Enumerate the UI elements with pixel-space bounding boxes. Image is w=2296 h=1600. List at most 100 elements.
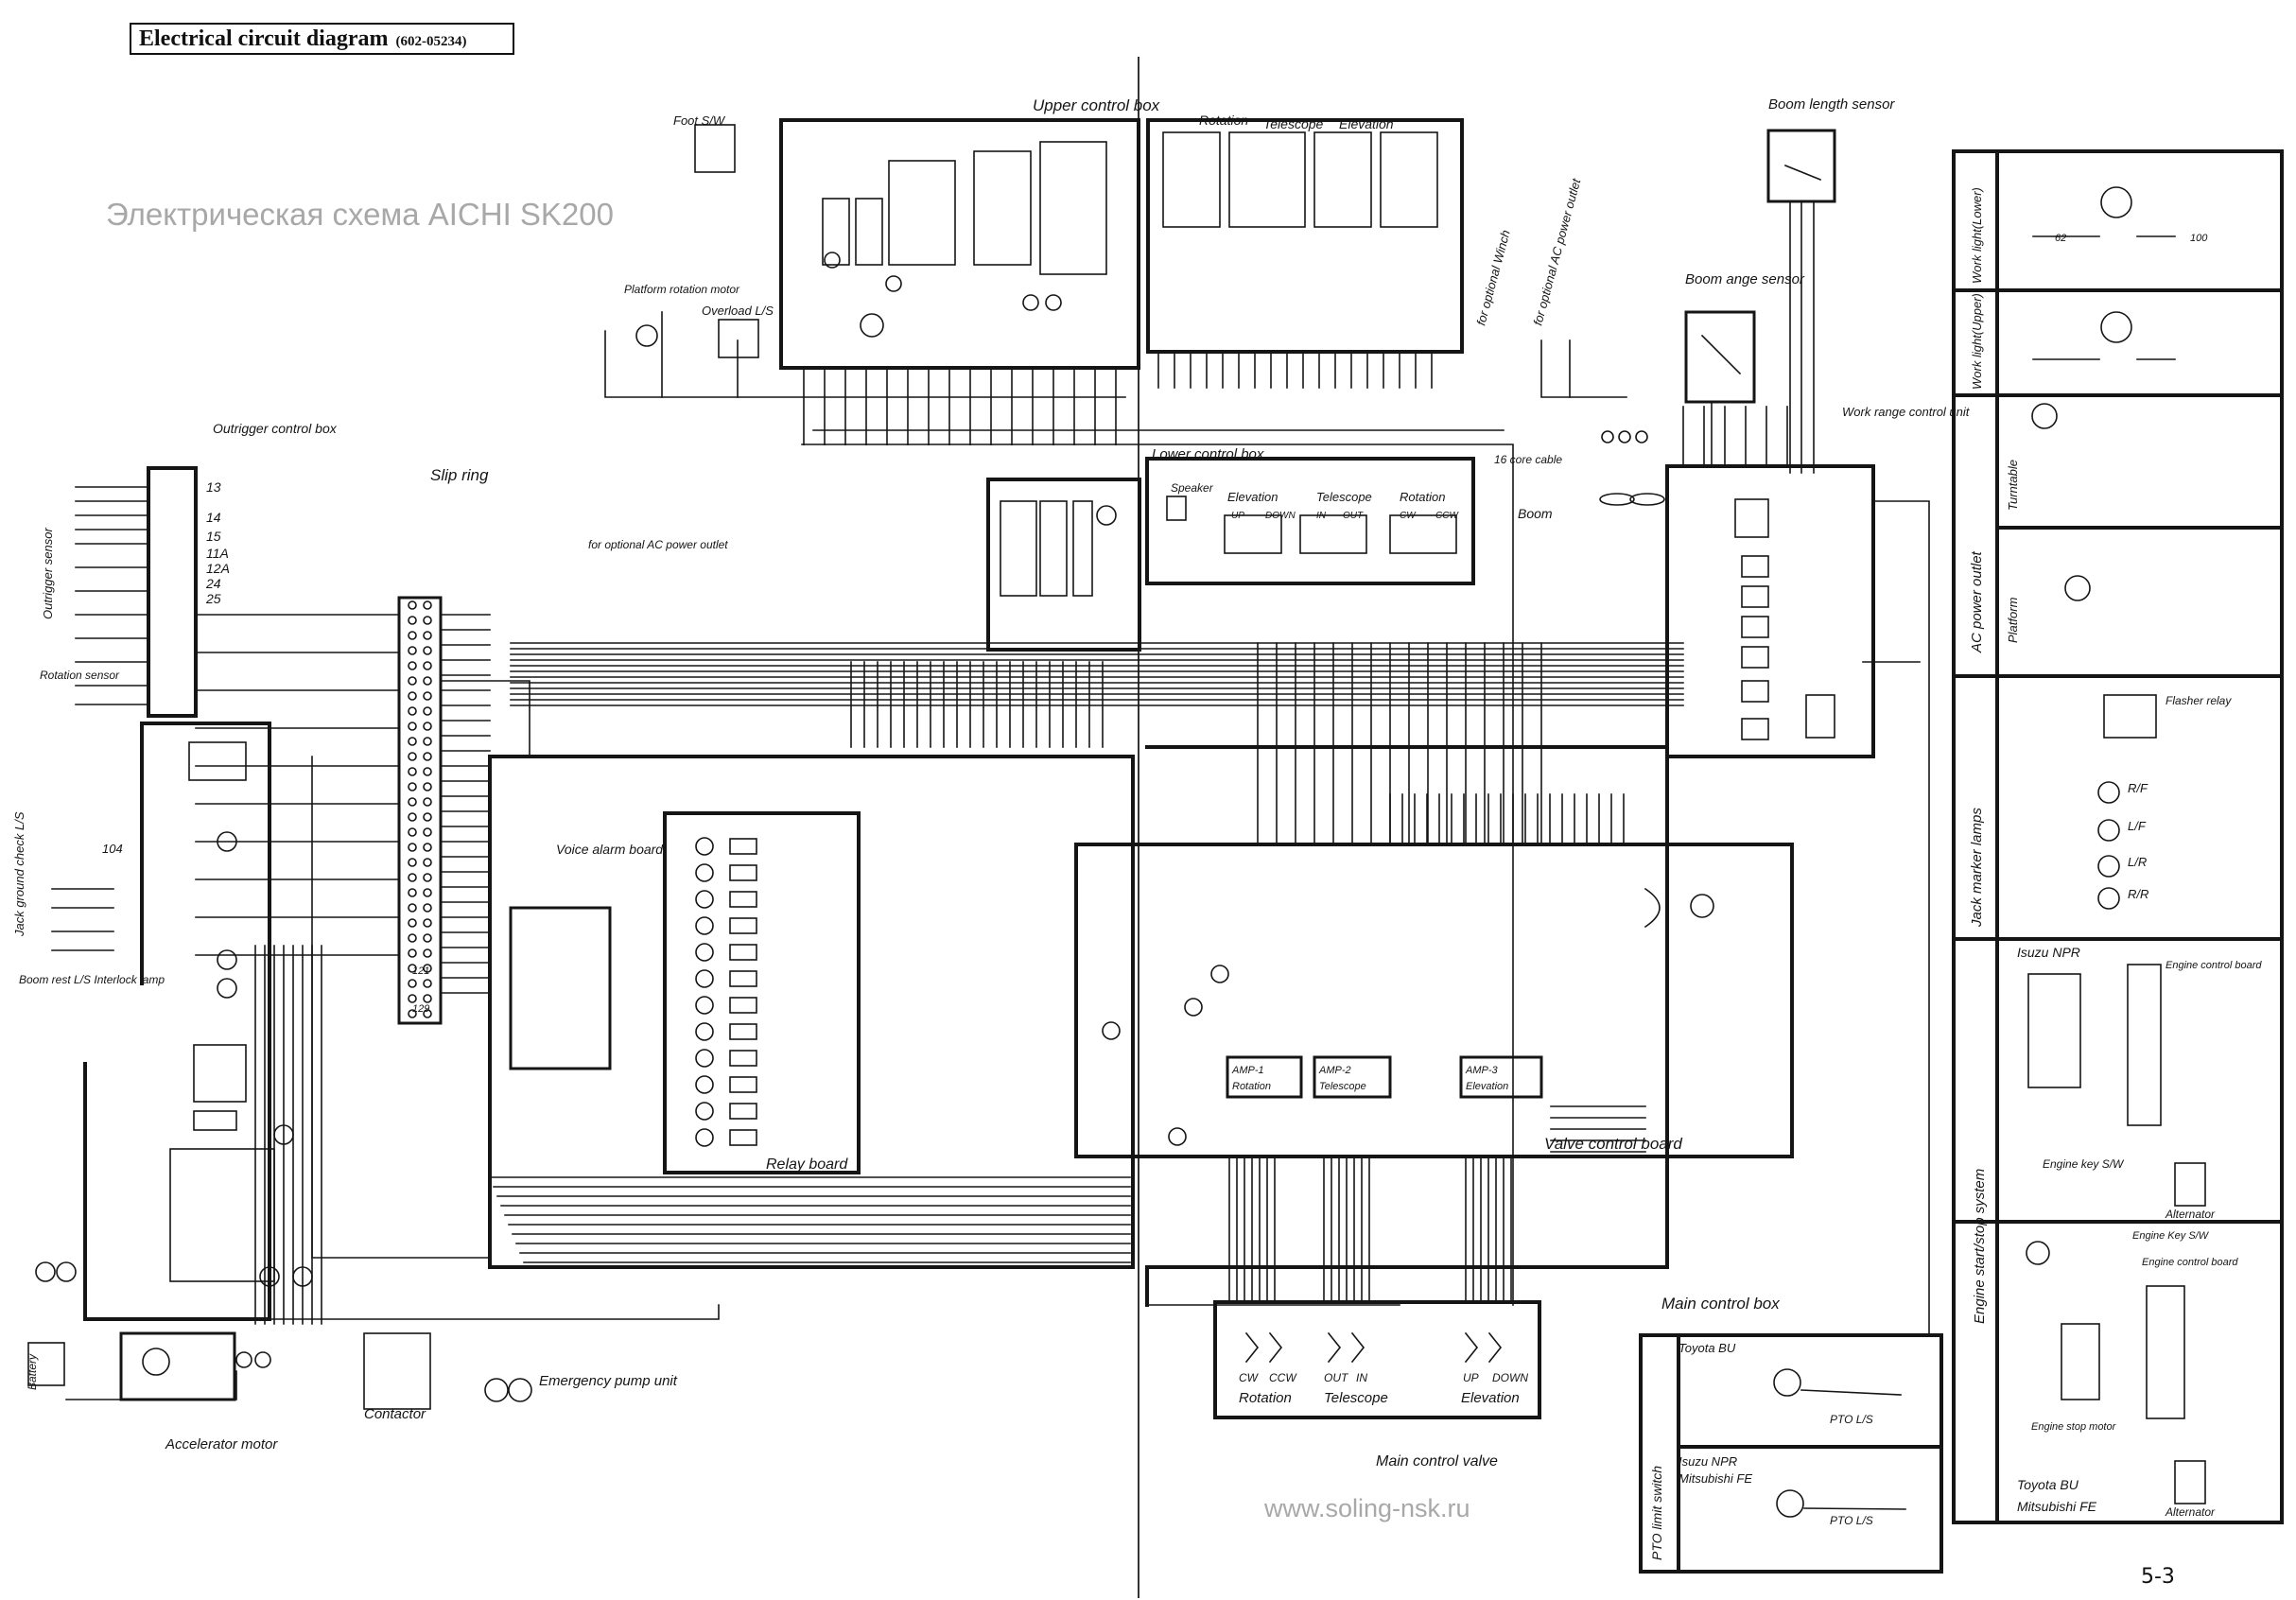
lamp-lr: L/R	[2128, 855, 2147, 869]
slip-ring-contact	[408, 918, 417, 928]
lower-up-label: UP	[1231, 511, 1244, 521]
valve-up: UP	[1463, 1371, 1479, 1384]
wire-62: 62	[2055, 233, 2066, 244]
lower-rotation-label: Rotation	[1400, 490, 1445, 504]
slip-ring-label: Slip ring	[430, 466, 489, 484]
valve-cw: CW	[1239, 1371, 1260, 1384]
amp2-function: Telescope	[1319, 1081, 1366, 1092]
relay-contact	[729, 917, 757, 934]
pto-isuzu-label: Isuzu NPR	[1679, 1454, 1737, 1469]
overload-ls-label: Overload L/S	[702, 304, 774, 318]
wire-12a: 12A	[206, 561, 230, 576]
main-control-box-label: Main control box	[1661, 1295, 1780, 1313]
pto-ls-label-2: PTO L/S	[1830, 1514, 1873, 1527]
upper-elevation-label: Elevation	[1339, 116, 1394, 131]
slip-ring-contact	[423, 706, 432, 716]
engine-start-stop-label: Engine start/stop system	[1972, 1169, 1988, 1324]
slip-ring-contact	[423, 979, 432, 988]
valve-control-board-label: Valve control board	[1544, 1135, 1682, 1153]
upper-telescope-label: Telescope	[1263, 116, 1324, 131]
lower-ccw-label: CCW	[1435, 511, 1459, 521]
upper-control-box	[779, 118, 1464, 370]
upper-control-box-label: Upper control box	[1033, 96, 1160, 114]
wire-25: 25	[205, 591, 221, 606]
engine-control-board-b-label: Engine control board	[2142, 1257, 2238, 1268]
slip-ring-contact	[408, 691, 417, 701]
valve-rotation: Rotation	[1239, 1390, 1292, 1406]
lower-in-label: IN	[1316, 511, 1327, 521]
alternator-label: Alternator	[2165, 1208, 2216, 1221]
lower-down-label: DOWN	[1265, 511, 1296, 521]
slip-ring-contact	[423, 948, 432, 958]
lower-cw-label: CW	[1400, 511, 1417, 521]
relay-coil	[695, 890, 714, 909]
slip-ring-contact	[408, 600, 417, 610]
wire-121: 121	[412, 965, 429, 977]
foot-switch-label: Foot S/W	[673, 113, 726, 128]
amp1-function: Rotation	[1232, 1081, 1271, 1092]
relay-contact	[729, 1129, 757, 1146]
outrigger-control-box-label: Outrigger control box	[213, 421, 338, 436]
wire-104: 104	[102, 842, 123, 856]
slip-ring-contact	[423, 676, 432, 686]
relay-coil	[695, 1049, 714, 1068]
slip-ring-contact	[408, 888, 417, 897]
lamp-rr: R/R	[2128, 887, 2148, 901]
slip-ring-contact	[423, 827, 432, 837]
slip-ring-contact	[423, 843, 432, 852]
slip-ring-contact	[423, 767, 432, 776]
slip-ring-contact	[423, 722, 432, 731]
lower-telescope-label: Telescope	[1316, 490, 1372, 504]
slip-ring-contact	[408, 979, 417, 988]
slip-ring-contact	[408, 1009, 417, 1018]
boom-angle-sensor-label: Boom ange sensor	[1685, 271, 1805, 287]
slip-ring-contact	[408, 752, 417, 761]
wire-129: 129	[412, 1003, 429, 1015]
main-control-valve-label: Main control valve	[1376, 1453, 1498, 1470]
platform-rotation-motor-label: Platform rotation motor	[624, 283, 740, 296]
slip-ring-contact	[408, 646, 417, 655]
work-light-lower-label: Work light(Lower)	[1970, 187, 1984, 284]
wire-13: 13	[206, 479, 221, 495]
relay-contact	[729, 1103, 757, 1120]
slip-ring-contact	[408, 994, 417, 1003]
pto-toyota-label: Toyota BU	[1679, 1341, 1736, 1355]
mitsubishi-fe-label: Mitsubishi FE	[2017, 1499, 2097, 1514]
relay-coil	[695, 1075, 714, 1094]
platform-label: Platform	[2006, 597, 2020, 643]
amp1-label: AMP-1	[1231, 1065, 1264, 1076]
slip-ring-contact	[408, 812, 417, 822]
slip-ring-contact	[408, 782, 417, 791]
relay-coil	[695, 1022, 714, 1041]
jack-ground-check-label: Jack ground check L/S	[12, 811, 26, 937]
wire	[440, 680, 531, 757]
slip-ring-contact	[408, 873, 417, 882]
engine-key-sw-label: Engine key S/W	[2043, 1157, 2125, 1171]
slip-ring-contact	[408, 903, 417, 913]
engine-control-board-label: Engine control board	[2166, 960, 2262, 971]
valve-out: OUT	[1324, 1371, 1349, 1384]
flasher-relay-label: Flasher relay	[2166, 694, 2232, 707]
slip-ring-contact	[423, 858, 432, 867]
relay-contact	[729, 1076, 757, 1093]
slip-ring-contact	[423, 782, 432, 791]
slip-ring-contact	[408, 843, 417, 852]
cable-16-core-label: 16 core cable	[1494, 453, 1562, 466]
relay-coil	[695, 969, 714, 988]
optional-winch-label: for optional Winch	[1473, 228, 1512, 326]
slip-ring-contact	[423, 646, 432, 655]
slip-ring-contact	[408, 858, 417, 867]
speaker-label: Speaker	[1171, 481, 1214, 495]
relay-coil	[695, 1128, 714, 1147]
watermark-text: Электрическая схема AICHI SK200	[106, 197, 614, 232]
relay-contact	[729, 864, 757, 881]
wire-11a: 11A	[206, 546, 229, 561]
lamp-rf: R/F	[2128, 781, 2148, 795]
lower-out-label: OUT	[1343, 511, 1364, 521]
wire	[65, 1370, 237, 1400]
title-code: (602-05234)	[395, 34, 467, 49]
amp3-function: Elevation	[1466, 1081, 1508, 1092]
contactor-label: Contactor	[364, 1406, 426, 1422]
lamp-lf: L/F	[2128, 819, 2147, 833]
slip-ring-contact	[423, 752, 432, 761]
